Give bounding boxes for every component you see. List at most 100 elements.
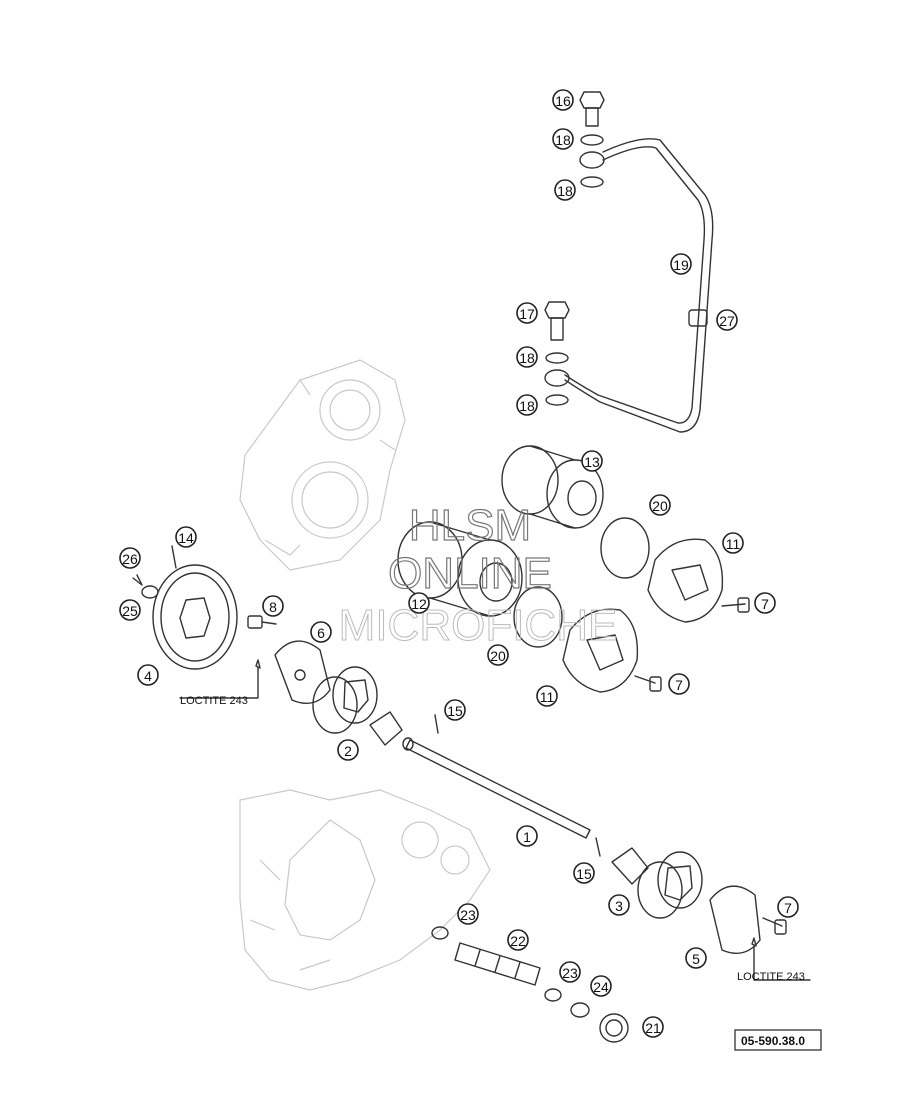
callout-17: 17 (516, 302, 538, 324)
pump-cover-5 (709, 885, 761, 954)
o-ring-23-upper (431, 926, 449, 940)
o-ring-20-lower (513, 586, 563, 648)
callout-circle (590, 975, 612, 997)
callout-number: 14 (178, 530, 194, 546)
callout-number: 24 (593, 979, 609, 995)
callout-circle (444, 699, 466, 721)
callout-circle (722, 532, 744, 554)
banjo-bolt-upper (579, 91, 605, 127)
callout-circle (649, 494, 671, 516)
callout-circle (516, 346, 538, 368)
callout-circle (554, 179, 576, 201)
drawing-code: 05-590.38.0 (741, 1034, 805, 1048)
callout-1: 1 (516, 825, 538, 847)
callout-circle (337, 739, 359, 761)
callout-circle (487, 644, 509, 666)
callout-number: 27 (719, 313, 735, 329)
lock-washer-25 (141, 585, 159, 599)
callout-7: 7 (668, 673, 690, 695)
callout-number: 2 (344, 743, 352, 759)
callout-20: 20 (649, 494, 671, 516)
callout-number: 25 (122, 603, 138, 619)
callout-24: 24 (590, 975, 612, 997)
callout-circle (581, 450, 603, 472)
inner-rotor-2 (369, 711, 403, 746)
leader-loctite-right (753, 945, 811, 981)
callout-5: 5 (685, 947, 707, 969)
callout-27: 27 (716, 309, 738, 331)
callout-number: 20 (652, 498, 668, 514)
callout-circle (670, 253, 692, 275)
callout-circle (119, 599, 141, 621)
callout-number: 4 (144, 668, 152, 684)
valve-22 (454, 942, 541, 986)
callout-number: 7 (784, 900, 792, 916)
callout-number: 1 (523, 829, 531, 845)
callout-number: 7 (675, 677, 683, 693)
pump-cover-6 (274, 640, 331, 704)
callout-16: 16 (552, 89, 574, 111)
callout-number: 15 (576, 866, 592, 882)
oil-pump-gear-4 (152, 564, 238, 670)
callout-circle (119, 547, 141, 569)
callout-circle (310, 621, 332, 643)
callout-circle (516, 302, 538, 324)
oil-pipe (564, 138, 714, 433)
callout-circle (685, 947, 707, 969)
callout-number: 22 (510, 933, 526, 949)
callout-20: 20 (487, 644, 509, 666)
callout-11: 11 (536, 685, 558, 707)
banjo-bolt-lower (544, 301, 570, 341)
callout-circle (716, 309, 738, 331)
callout-number: 18 (519, 398, 535, 414)
callout-circle (573, 862, 595, 884)
watermark-line3: MICROFICHE (339, 601, 618, 650)
oil-filter-12 (397, 521, 523, 617)
callout-number: 8 (269, 599, 277, 615)
callout-number: 17 (519, 306, 535, 322)
callout-number: 18 (519, 350, 535, 366)
callout-14: 14 (175, 526, 197, 548)
callout-number: 18 (555, 132, 571, 148)
o-ring-20-upper (600, 517, 650, 579)
callout-circle (777, 896, 799, 918)
callout-circle (608, 894, 630, 916)
callout-number: 23 (460, 907, 476, 923)
sealing-ring-lower-1 (545, 352, 569, 364)
callout-8: 8 (262, 595, 284, 617)
callout-circle (175, 526, 197, 548)
callout-25: 25 (119, 599, 141, 621)
leader-loctite-left (179, 667, 259, 699)
callout-3: 3 (608, 894, 630, 916)
callout-number: 21 (645, 1020, 661, 1036)
callout-number: 26 (122, 551, 138, 567)
callout-circle (137, 664, 159, 686)
callout-number: 12 (411, 596, 427, 612)
callout-number: 13 (584, 454, 600, 470)
screw-7-middle (634, 675, 662, 692)
loctite-note-right: LOCTITE 243 (737, 971, 805, 983)
banjo-fitting-lower (544, 369, 570, 387)
callout-circle (516, 825, 538, 847)
callout-18: 18 (516, 346, 538, 368)
callout-layer: 1618181927171818132011712201171426254861… (119, 89, 799, 1038)
callout-number: 5 (692, 951, 700, 967)
pump-shaft-1 (402, 737, 591, 839)
callout-circle (552, 128, 574, 150)
callout-7: 7 (777, 896, 799, 918)
inner-rotor-3 (611, 847, 649, 885)
callout-18: 18 (552, 128, 574, 150)
callout-circle (552, 89, 574, 111)
sealing-ring-upper-1 (580, 134, 604, 146)
screw-7-lower (751, 917, 787, 947)
engine-case-upper-outline (239, 359, 406, 571)
banjo-fitting-upper (579, 151, 605, 169)
plug-21 (599, 1013, 629, 1043)
filter-cover-11-upper (647, 538, 724, 623)
pin-14 (171, 545, 177, 569)
callout-circle (754, 592, 776, 614)
callout-number: 6 (317, 625, 325, 641)
sealing-ring-lower-2 (545, 394, 569, 406)
callout-number: 16 (555, 93, 571, 109)
